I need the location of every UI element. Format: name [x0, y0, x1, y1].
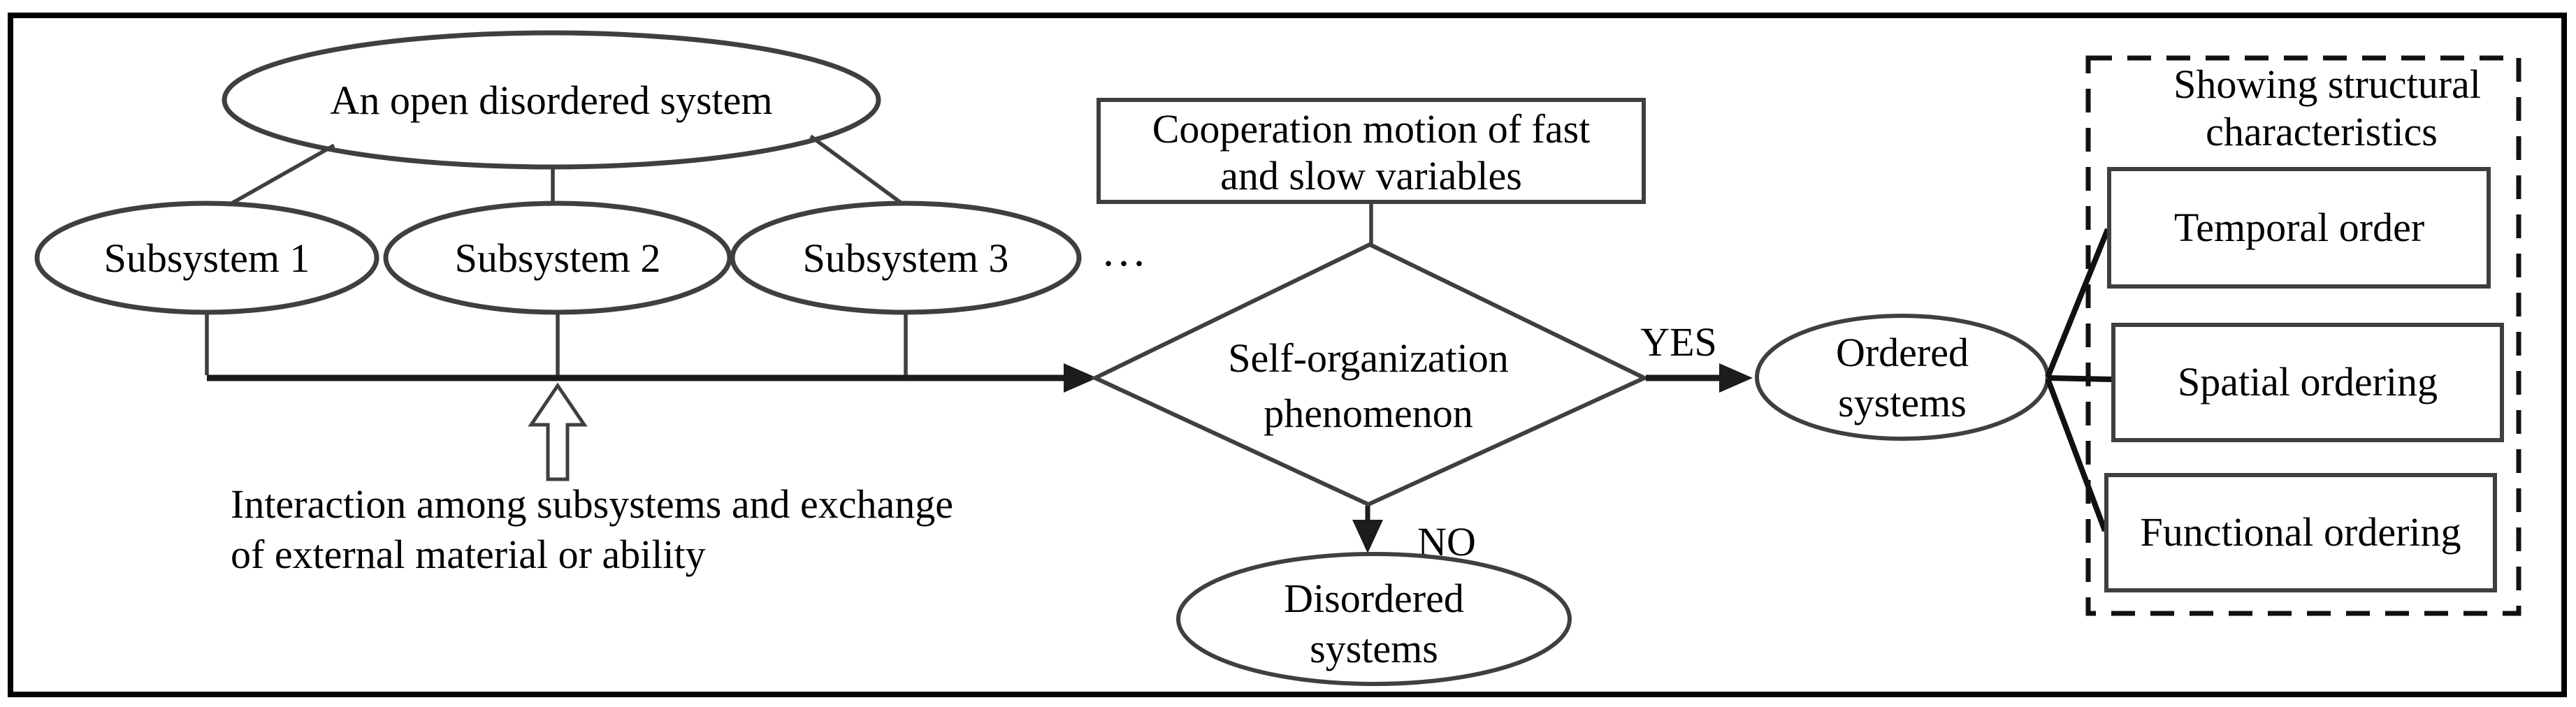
fan-line-temporal	[2045, 228, 2111, 379]
disordered-label-line-1: Disordered	[1284, 576, 1464, 621]
subsystem-1-label: Subsystem 1	[104, 235, 310, 281]
subsystem-ellipsis: ...	[1103, 226, 1149, 275]
decision-label-line-1: Self-organization	[1228, 335, 1509, 381]
fan-line-spatial	[2047, 375, 2113, 382]
interaction-note-line-2: of external material or ability	[231, 532, 706, 577]
interaction-up-arrow-icon	[528, 382, 588, 481]
interaction-note-line-1: Interaction among subsystems and exchang…	[231, 481, 953, 527]
decision-diamond	[1090, 242, 1650, 507]
decision-label-line-2: phenomenon	[1264, 391, 1473, 436]
figure-border	[8, 13, 2567, 697]
structural-panel-title-line-2: characteristics	[2206, 109, 2438, 154]
cooperation-label-line-1: Cooperation motion of fast	[1152, 106, 1591, 152]
open-system-label: An open disordered system	[330, 78, 772, 123]
connector-open-to-subsystem-1	[217, 143, 335, 213]
disordered-label-line-2: systems	[1310, 626, 1438, 671]
open-system-ellipse	[222, 30, 881, 170]
yes-arrowhead-icon	[1719, 363, 1753, 393]
spatial-ordering-box	[2111, 323, 2504, 442]
bus-arrowhead-icon	[1064, 363, 1097, 393]
fan-line-functional	[2045, 377, 2108, 532]
functional-ordering-label: Functional ordering	[2140, 509, 2461, 555]
structural-panel-title-line-1: Showing structural	[2173, 61, 2481, 107]
cooperation-box	[1097, 98, 1646, 204]
disordered-systems-ellipse	[1176, 552, 1572, 686]
connector-open-to-subsystem-3	[809, 134, 908, 209]
spatial-ordering-label: Spatial ordering	[2178, 359, 2438, 404]
yes-label: YES	[1640, 319, 1717, 365]
no-arrowhead-icon	[1352, 520, 1383, 553]
structural-panel-border	[2085, 55, 2521, 616]
ordered-label-line-1: Ordered	[1836, 330, 1969, 375]
ordered-label-line-2: systems	[1838, 380, 1967, 425]
cooperation-label-line-2: and slow variables	[1220, 153, 1522, 198]
temporal-order-label: Temporal order	[2174, 205, 2424, 250]
functional-ordering-box	[2104, 473, 2497, 592]
subsystem-3-label: Subsystem 3	[803, 235, 1009, 281]
temporal-order-box	[2107, 167, 2491, 289]
subsystem-2-label: Subsystem 2	[455, 235, 661, 281]
